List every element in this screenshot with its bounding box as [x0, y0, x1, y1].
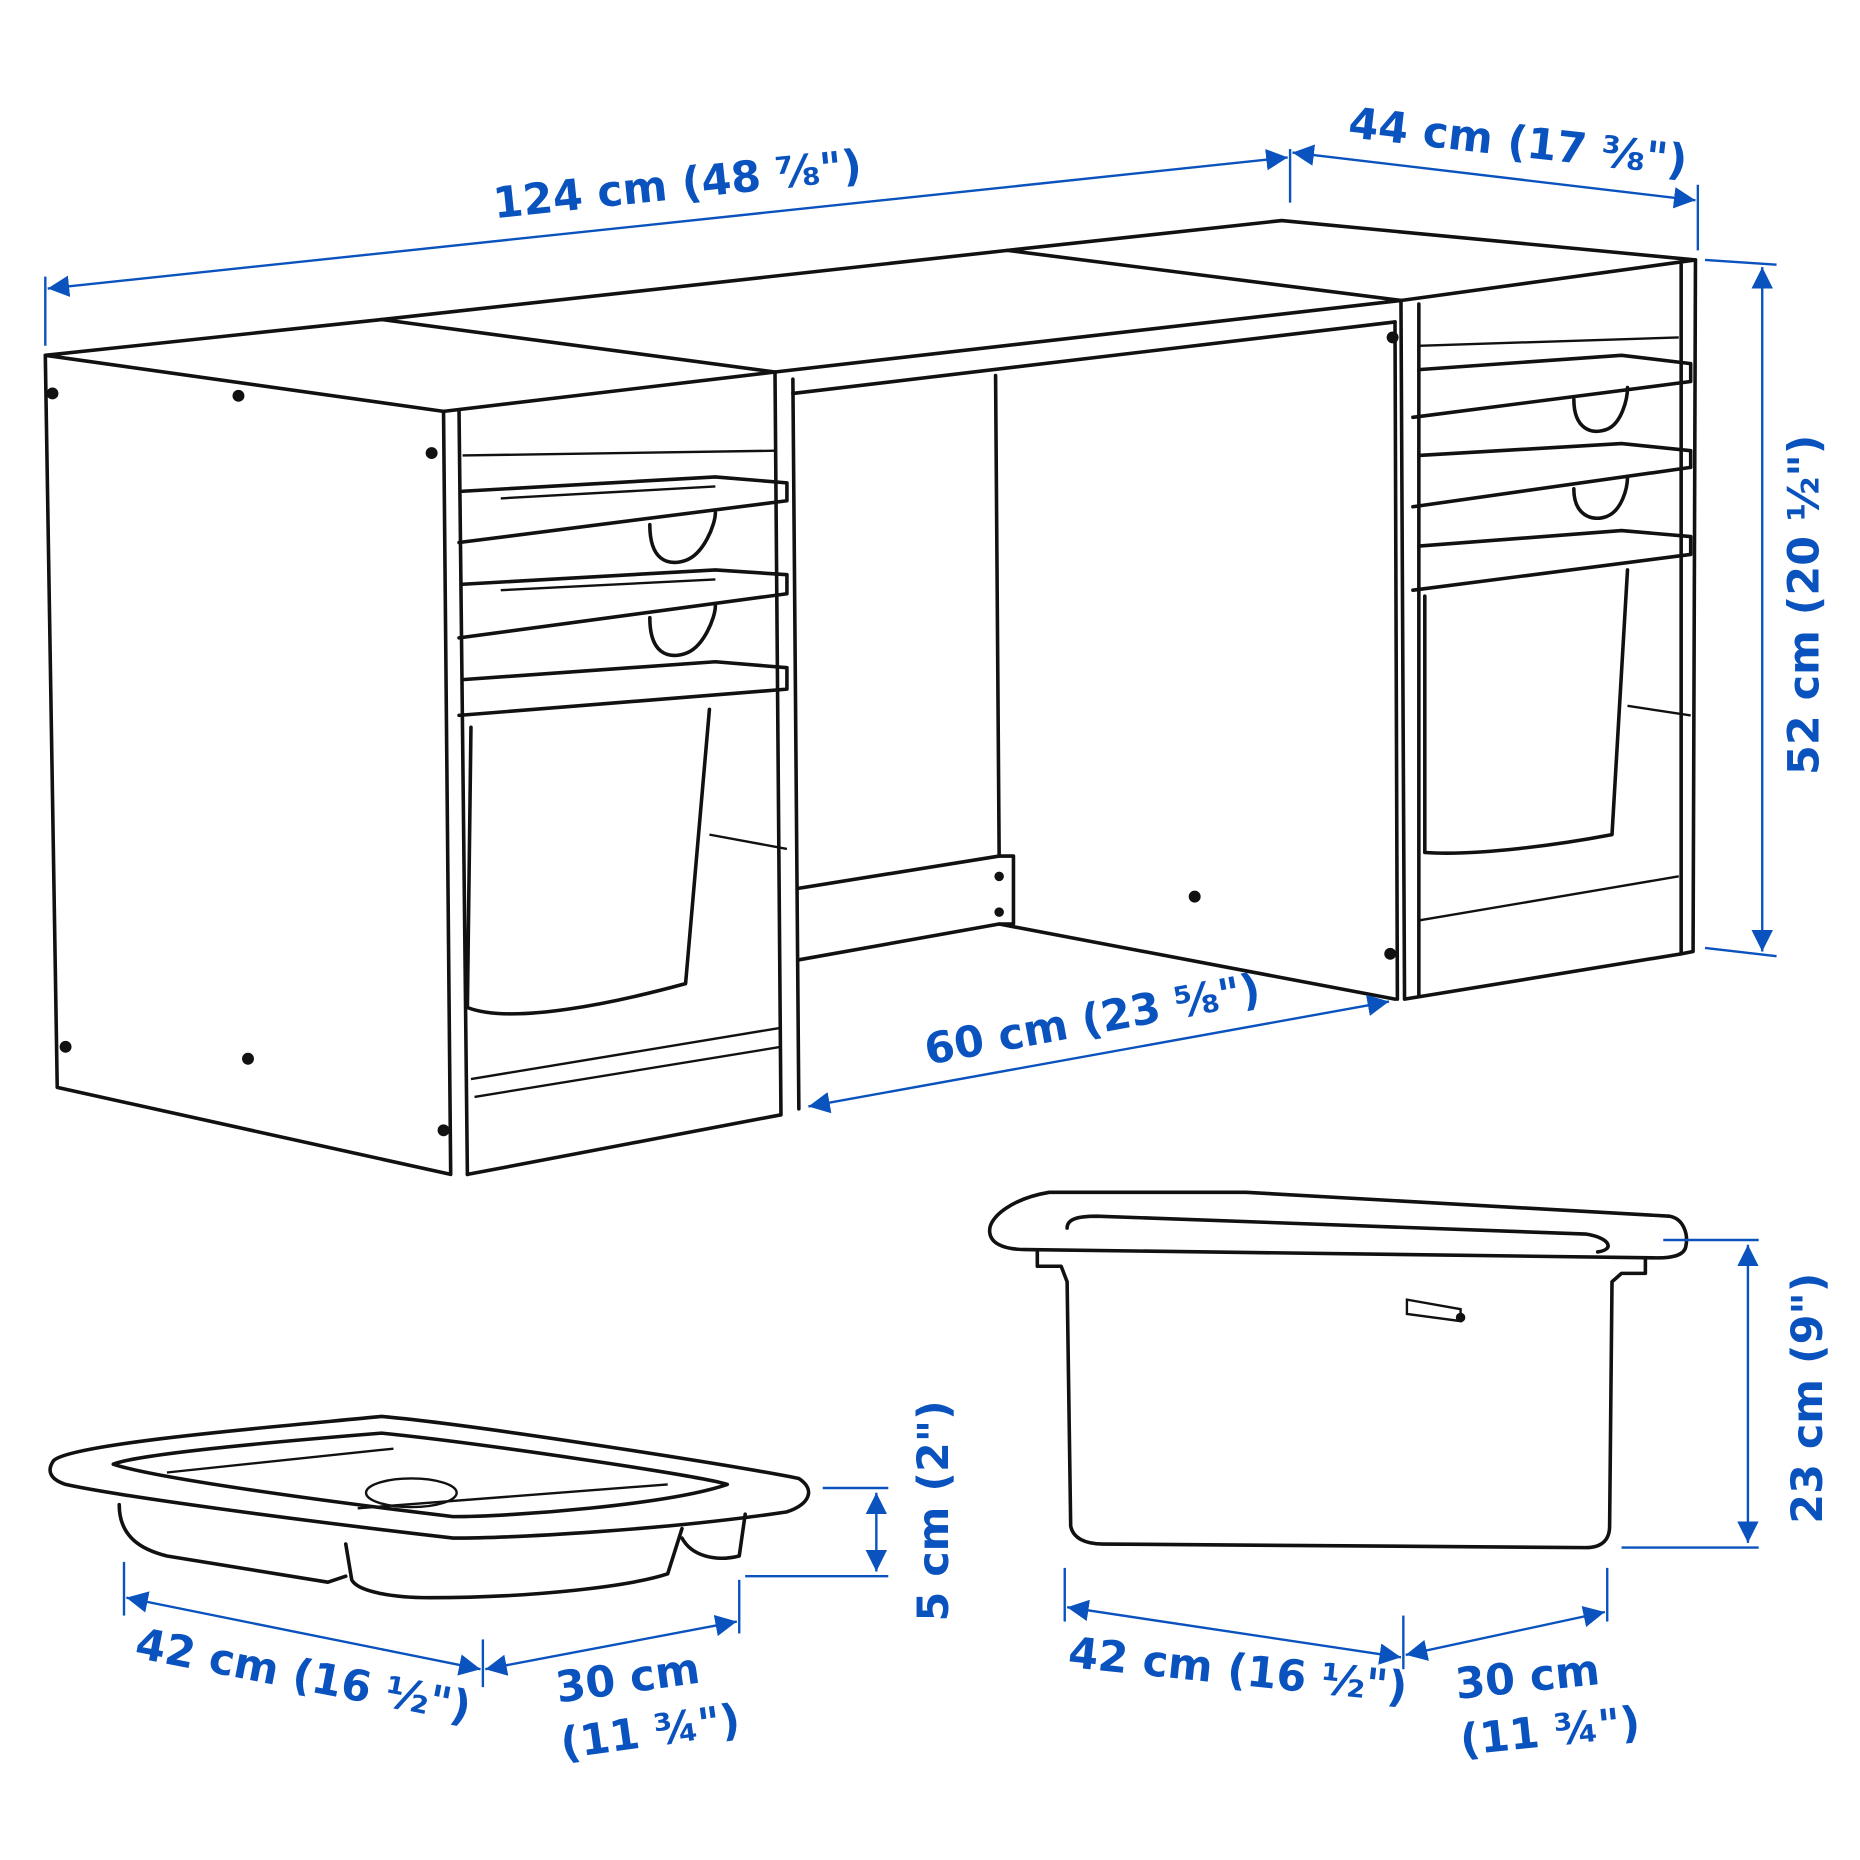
label-box-depth-1: 30 cm	[1453, 1645, 1602, 1710]
label-tray-width: 42 cm (16 ½")	[131, 1619, 475, 1733]
dimension-lines	[44, 144, 1777, 1688]
label-total-width: 124 cm (48 ⅞")	[491, 141, 864, 229]
label-depth: 44 cm (17 ⅜")	[1346, 98, 1690, 186]
left-tray-2	[457, 568, 789, 658]
label-box-depth-2: (11 ¾")	[1458, 1697, 1643, 1766]
label-tray-height: 5 cm (2")	[909, 1400, 959, 1621]
right-tray-2	[1411, 441, 1693, 520]
label-gap-width: 60 cm (23 ⅝")	[921, 964, 1265, 1075]
label-height: 52 cm (20 ½")	[1779, 435, 1829, 775]
right-frame	[1005, 218, 1698, 1001]
label-box-width: 42 cm (16 ½")	[1066, 1628, 1410, 1713]
table-top	[379, 248, 1403, 1001]
storage-box	[987, 1190, 1689, 1550]
label-box-height: 23 cm (9")	[1783, 1273, 1833, 1524]
left-frame	[43, 317, 801, 1177]
right-tray-1	[1411, 353, 1693, 434]
left-box	[457, 659, 789, 1016]
left-tray-1	[457, 475, 789, 565]
right-box	[1411, 528, 1693, 855]
storage-tray	[48, 1414, 811, 1600]
